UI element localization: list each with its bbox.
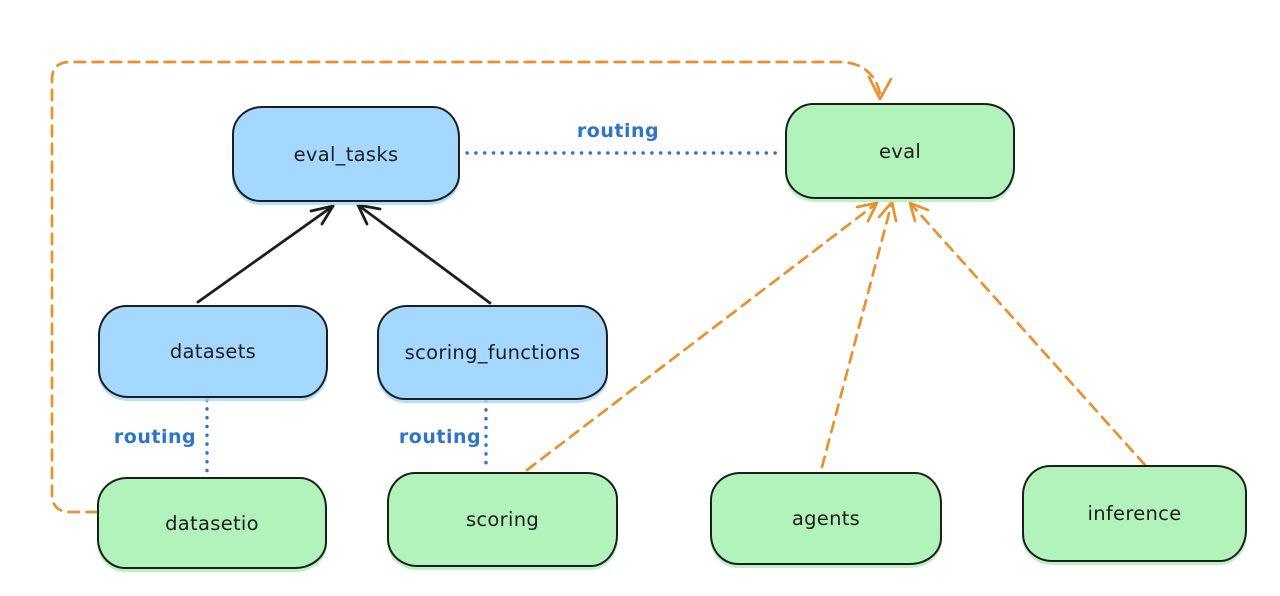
- edge-scoring-to-eval-dashed: [525, 201, 879, 472]
- node-scoring-functions: scoring_functions: [377, 305, 608, 400]
- arrowhead-scoring-to-eval: [855, 201, 879, 223]
- node-datasets-label: datasets: [169, 340, 257, 363]
- node-scoring-functions-label: scoring_functions: [404, 341, 581, 364]
- edge-agents-to-eval-dashed: [820, 200, 894, 469]
- edge-datasetio-to-eval-dashed: [50, 60, 882, 514]
- node-eval: eval: [785, 103, 1015, 199]
- node-datasets: datasets: [98, 305, 328, 398]
- node-inference: inference: [1022, 465, 1247, 562]
- arrowhead-inference-to-eval: [908, 201, 930, 223]
- node-agents-label: agents: [791, 507, 861, 530]
- edge-label-routing-scoring-functions-scoring: routing: [398, 426, 482, 448]
- node-datasetio-label: datasetio: [165, 511, 259, 535]
- edge-label-routing-eval-tasks-eval: routing: [576, 120, 660, 142]
- node-inference-label: inference: [1087, 502, 1182, 525]
- arrowhead-scoring-functions-to-eval-tasks: [356, 203, 382, 226]
- node-eval-tasks: eval_tasks: [232, 106, 460, 202]
- node-scoring: scoring: [387, 472, 618, 567]
- edge-datasets-to-eval-tasks: [196, 204, 335, 304]
- node-eval-tasks-label: eval_tasks: [293, 142, 399, 166]
- node-agents: agents: [710, 472, 942, 565]
- arrowhead-datasetio-to-eval: [867, 75, 893, 101]
- node-eval-label: eval: [878, 139, 922, 163]
- edge-label-routing-datasets-datasetio: routing: [113, 426, 197, 448]
- node-scoring-label: scoring: [465, 508, 540, 531]
- arrowhead-datasets-to-eval-tasks: [309, 204, 335, 226]
- node-datasetio: datasetio: [97, 477, 327, 569]
- edge-scoring-functions-to-eval-tasks: [356, 203, 492, 305]
- arrowhead-agents-to-eval: [877, 200, 898, 223]
- edge-inference-to-eval-dashed: [908, 201, 1147, 467]
